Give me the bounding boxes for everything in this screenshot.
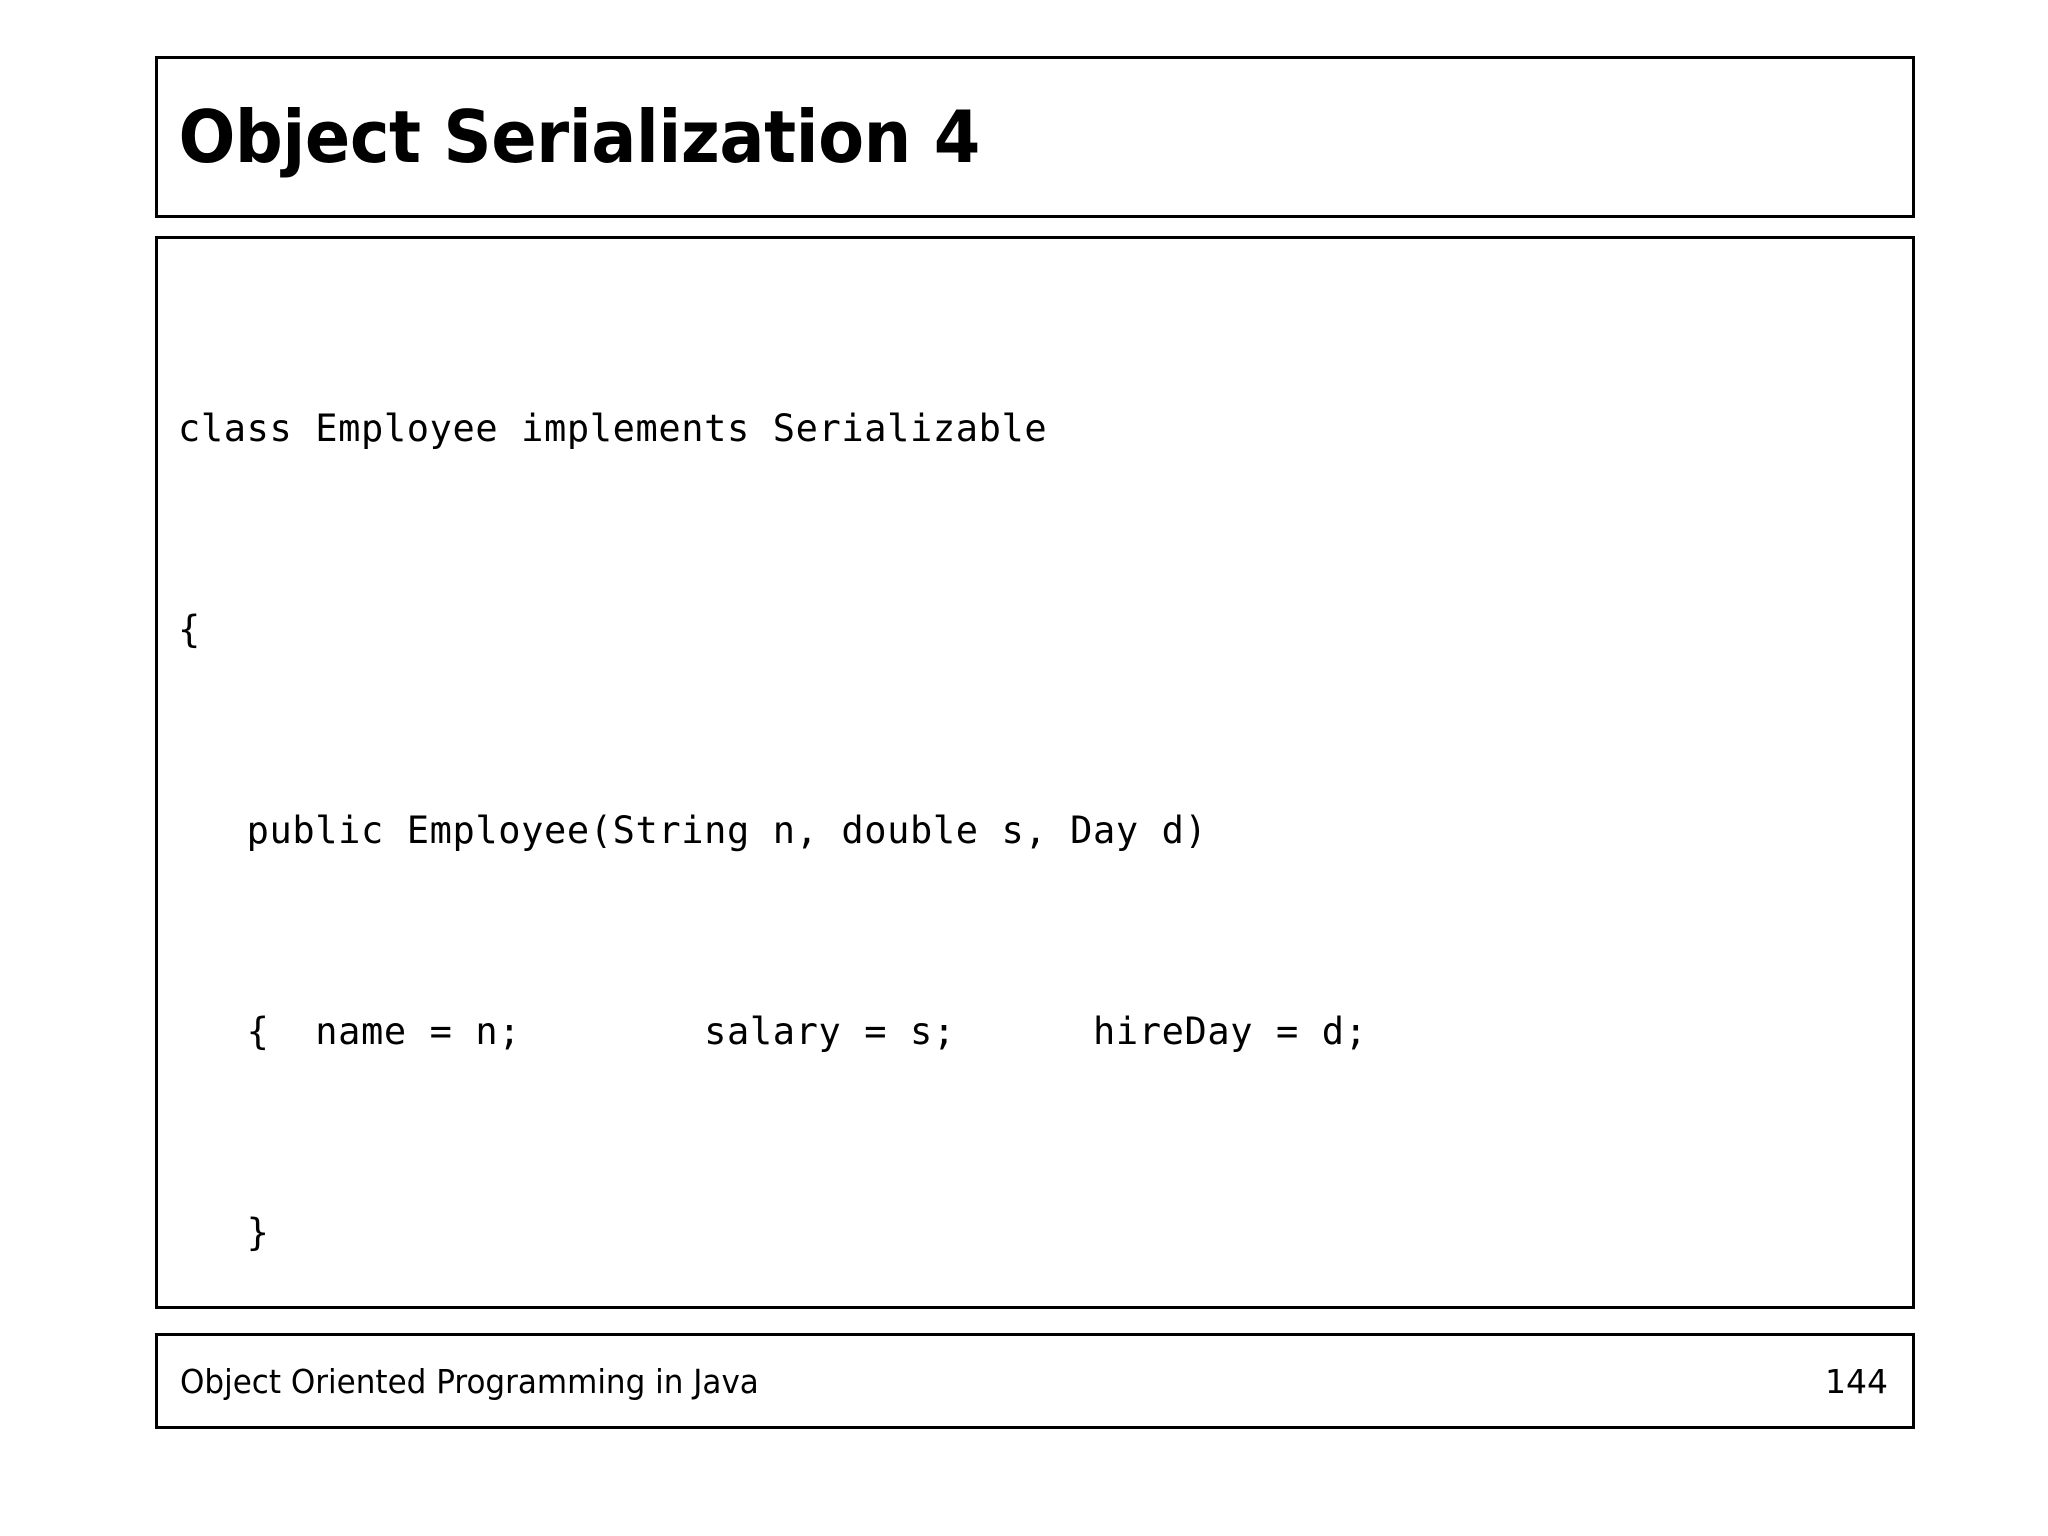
code-line: {: [178, 608, 201, 651]
code-block: class Employee implements Serializable {…: [155, 236, 1915, 1309]
title-box: Object Serialization 4: [155, 56, 1915, 218]
page-title: Object Serialization 4: [178, 95, 980, 179]
footer-page-number: 144: [1825, 1361, 1888, 1401]
footer-course-label: Object Oriented Programming in Java: [180, 1361, 759, 1401]
code-lines-container: class Employee implements Serializable {…: [178, 261, 1892, 1306]
code-line: }: [178, 1211, 270, 1254]
code-line: class Employee implements Serializable: [178, 407, 1048, 450]
code-line: { name = n; salary = s; hireDay = d;: [178, 1010, 1368, 1053]
footer-box: Object Oriented Programming in Java 144: [155, 1333, 1915, 1429]
code-line: public Employee(String n, double s, Day …: [178, 809, 1208, 852]
